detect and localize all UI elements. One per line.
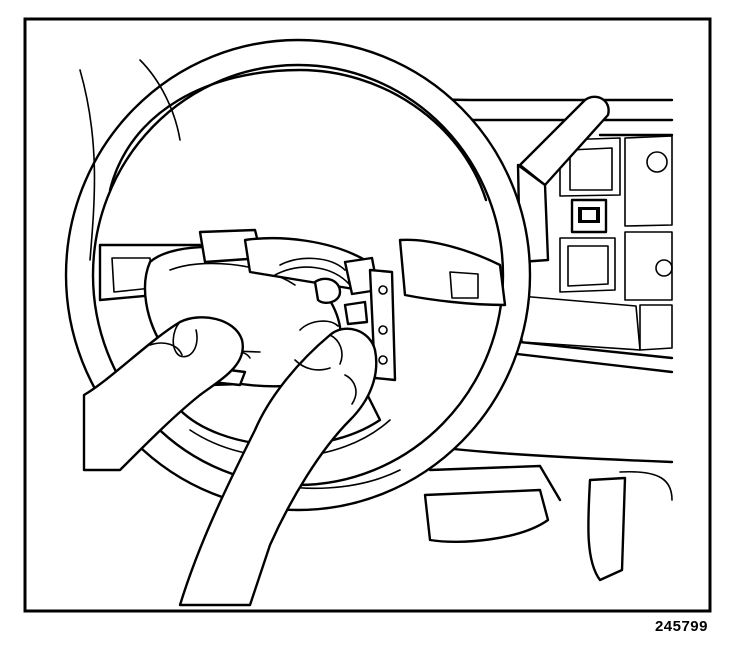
figure-frame (23, 17, 712, 613)
airbag-module (143, 228, 397, 388)
figure-number: 245799 (654, 618, 708, 635)
technician-hands (79, 59, 378, 607)
